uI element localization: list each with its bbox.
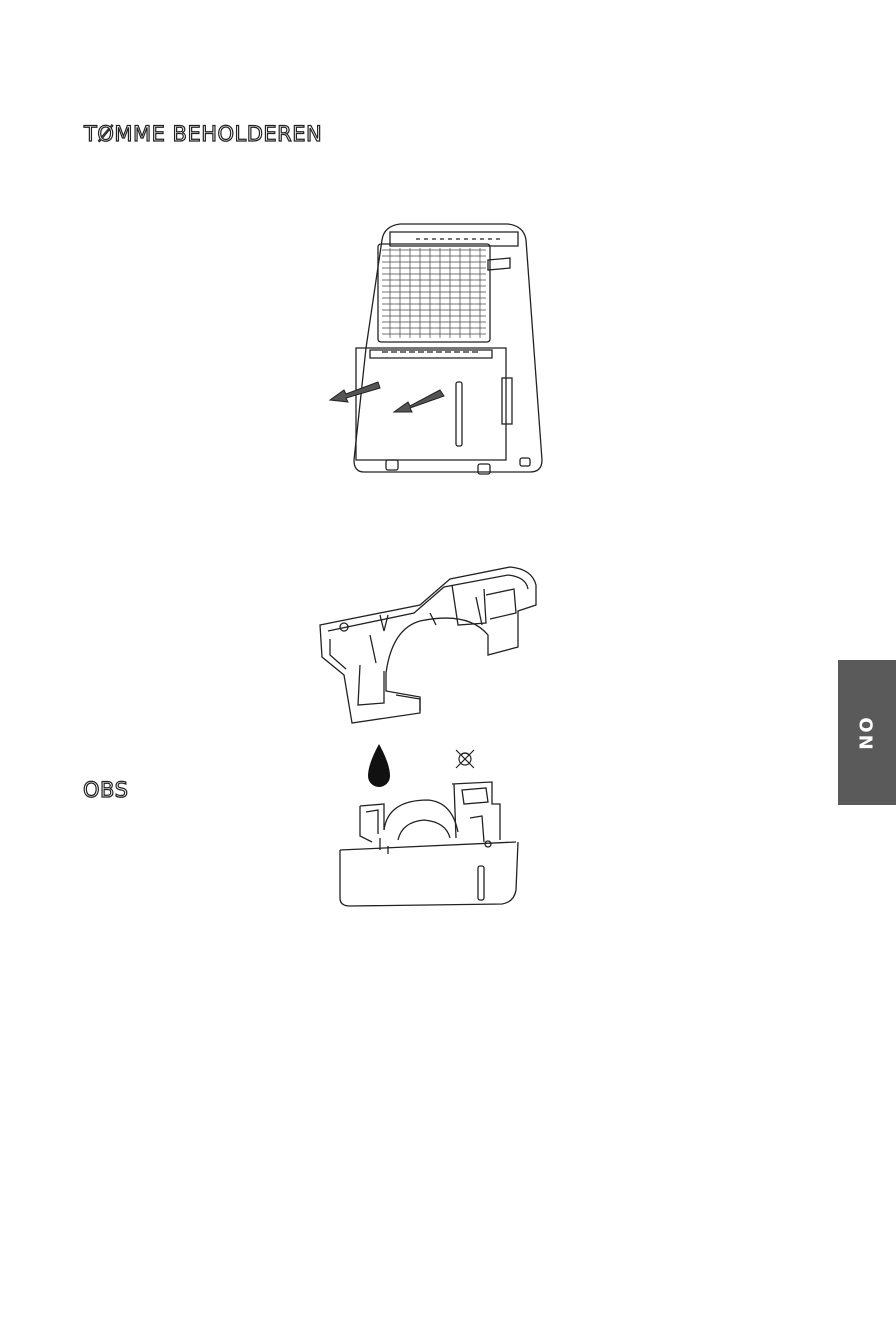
prohibited-float-icon	[452, 746, 478, 772]
tank-front-illustration	[332, 780, 522, 915]
dehumidifier-tank-removal-illustration	[320, 210, 550, 490]
section-title: TØMME BEHOLDEREN	[84, 124, 322, 145]
tank-interior-illustration	[300, 555, 545, 735]
obs-title: OBS	[83, 780, 128, 801]
language-tab-label: NO	[857, 715, 878, 749]
language-tab: NO	[838, 660, 896, 805]
